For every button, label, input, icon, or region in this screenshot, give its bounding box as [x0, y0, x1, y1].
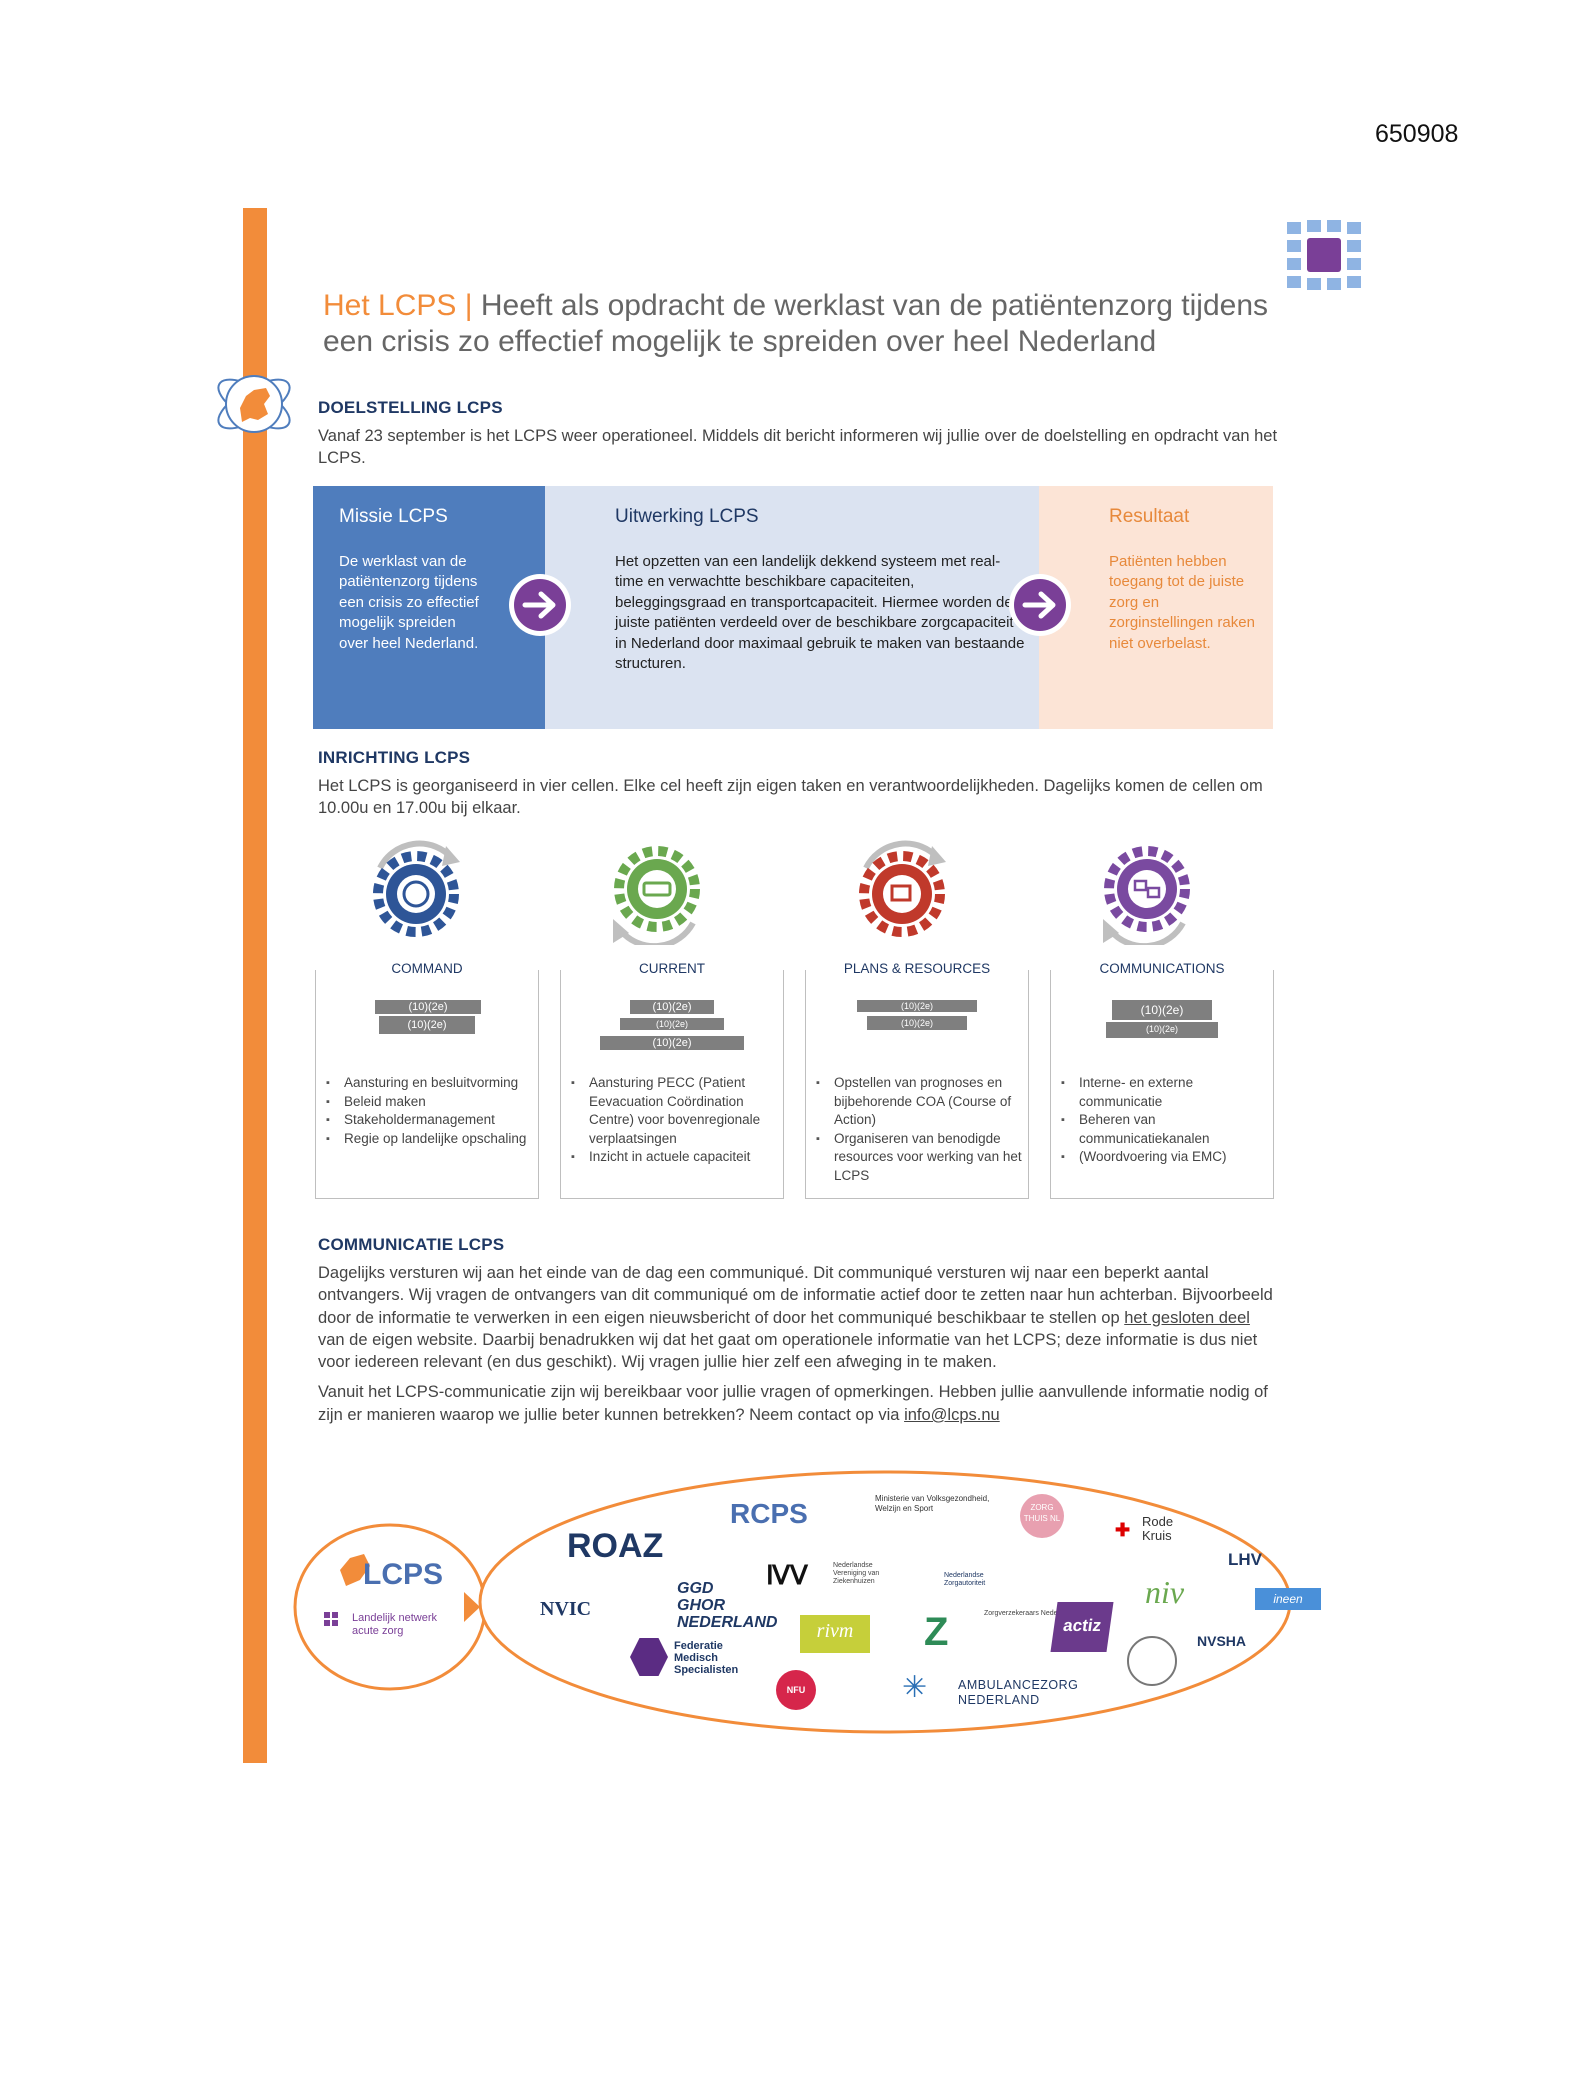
cell-bullet-list: Interne- en externe communicatie Beheren… [1059, 1074, 1269, 1167]
list-item: Aansturing en besluitvorming [326, 1074, 534, 1093]
cell-title: PLANS & RESOURCES [806, 961, 1028, 976]
ineen-logo: ineen [1255, 1588, 1321, 1610]
nza-logo: Nederlandse Zorgautoriteit [944, 1572, 986, 1587]
redacted-label: (10)(2e) [1106, 1022, 1218, 1038]
uitwerking-title: Uitwerking LCPS [615, 506, 759, 527]
redacted-label: (10)(2e) [867, 1016, 967, 1030]
mission-panel: Missie LCPS De werklast van de patiënten… [313, 486, 1273, 729]
inrichting-heading: INRICHTING LCPS [318, 748, 471, 767]
cell-bullet-list: Aansturing en besluitvorming Beleid make… [324, 1074, 534, 1148]
uitwerking-column: Uitwerking LCPS Het opzetten van een lan… [545, 486, 1039, 729]
star-of-life-icon: ✳ [902, 1671, 928, 1704]
redacted-label: (10)(2e) [630, 1000, 714, 1014]
nvsha-logo: NVSHA [1197, 1633, 1247, 1649]
rode-kruis-logo: Rode Kruis [1142, 1514, 1174, 1543]
niv-logo: niv [1145, 1574, 1185, 1610]
nfu-logo: NFU [776, 1670, 816, 1710]
org-chart-redacted: (10)(2e) (10)(2e) [806, 1000, 1028, 1060]
zn-logo: Zorgverzekeraars Nederland [984, 1610, 1074, 1617]
lcps-grid-logo [1287, 220, 1361, 290]
cell-title: COMMAND [316, 961, 538, 976]
netherlands-map-icon [340, 1554, 370, 1586]
list-item: Interne- en externe communicatie [1061, 1074, 1269, 1111]
cell-current: CURRENT (10)(2e) (10)(2e) (10)(2e) Aanst… [560, 961, 784, 1199]
cell-plans-resources: PLANS & RESOURCES (10)(2e) (10)(2e) Opst… [805, 961, 1029, 1199]
plans-resources-gear-icon [859, 840, 946, 937]
redacted-label: (10)(2e) [1112, 1000, 1212, 1020]
communicatie-paragraph-1: Dagelijks versturen wij aan het einde va… [318, 1264, 1273, 1372]
ambulancezorg-logo: AMBULANCEZORG NEDERLAND [958, 1678, 1079, 1707]
inrichting-text: Het LCPS is georganiseerd in vier cellen… [318, 777, 1263, 818]
nvz-mark-icon: ⅣⅤ [766, 1560, 808, 1590]
rcps-logo: RCPS [730, 1498, 808, 1529]
arrow-right-icon [1009, 574, 1071, 636]
lhv-logo: LHV [1228, 1550, 1262, 1569]
actiz-logo: actiz [1050, 1602, 1114, 1652]
redacted-label: (10)(2e) [379, 1016, 475, 1034]
ggd-ghor-logo: GGD GHOR NEDERLAND [677, 1580, 778, 1631]
red-cross-icon: ✚ [1115, 1520, 1131, 1540]
cell-communications: COMMUNICATIONS (10)(2e) (10)(2e) Interne… [1050, 961, 1274, 1199]
list-item: Beheren van communicatiekanalen [1061, 1111, 1269, 1148]
cell-bullet-list: Aansturing PECC (Patient Eevacuation Coö… [569, 1074, 779, 1167]
nvic-logo: NVIC [540, 1598, 592, 1620]
list-item: Organiseren van benodigde resources voor… [816, 1130, 1024, 1186]
doelstelling-text: Vanaf 23 september is het LCPS weer oper… [318, 427, 1278, 468]
fms-hexagon-icon [630, 1638, 668, 1676]
email-link[interactable]: info@lcps.nu [904, 1405, 1000, 1424]
communicatie-heading: COMMUNICATIE LCPS [318, 1235, 505, 1254]
communications-gear-icon [1103, 846, 1190, 945]
arrow-right-icon [509, 574, 571, 636]
org-chart-redacted: (10)(2e) (10)(2e) [316, 1000, 538, 1060]
partner-network-graphic [293, 1470, 1292, 1734]
lcps-grid-icon [324, 1612, 338, 1626]
cell-command: COMMAND (10)(2e) (10)(2e) Aansturing en … [315, 961, 539, 1199]
nvz-logo: Nederlandse Vereniging van Ziekenhuizen [833, 1562, 880, 1585]
lcps-logo-subtitle: Landelijk netwerk acute zorg [352, 1612, 437, 1637]
resultaat-text: Patiënten hebben toegang tot de juiste z… [1109, 553, 1255, 652]
list-item: Regie op landelijke opschaling [326, 1130, 534, 1149]
list-item: Beleid maken [326, 1093, 534, 1112]
current-gear-icon [613, 846, 700, 945]
vws-logo: Ministerie van Volksgezondheid, Welzijn … [875, 1494, 990, 1513]
communicatie-paragraph-2: Vanuit het LCPS-communicatie zijn wij be… [318, 1383, 1268, 1424]
missie-text: De werklast van de patiëntenzorg tijdens… [339, 553, 479, 652]
page-title: Het LCPS | Heeft als opdracht de werklas… [323, 289, 1268, 358]
resultaat-column: Resultaat Patiënten hebben toegang tot d… [1039, 486, 1273, 729]
lung-seal-icon [1127, 1636, 1177, 1686]
redacted-label: (10)(2e) [600, 1036, 744, 1050]
list-item: (Woordvoering via EMC) [1061, 1148, 1269, 1167]
org-chart-redacted: (10)(2e) (10)(2e) (10)(2e) [561, 1000, 783, 1060]
rivm-logo: rivm [800, 1615, 870, 1653]
zn-mark-icon: Z [924, 1610, 949, 1654]
redacted-label: (10)(2e) [620, 1018, 724, 1030]
command-gear-icon [373, 840, 460, 937]
missie-column: Missie LCPS De werklast van de patiënten… [313, 486, 545, 729]
list-item: Stakeholdermanagement [326, 1111, 534, 1130]
zorgthuis-logo: ZORG THUIS NL [1020, 1494, 1064, 1538]
document-id: 650908 [1375, 120, 1459, 148]
communicatie-text: Dagelijks versturen wij aan het einde va… [318, 1262, 1278, 1426]
side-accent-bar [243, 208, 267, 1763]
list-item: Inzicht in actuele capaciteit [571, 1148, 779, 1167]
gesloten-deel-link[interactable]: het gesloten deel [1124, 1308, 1250, 1327]
resultaat-title: Resultaat [1109, 506, 1190, 527]
redacted-label: (10)(2e) [375, 1000, 481, 1014]
uitwerking-text: Het opzetten van een landelijk dekkend s… [615, 553, 1025, 673]
netherlands-globe-icon [217, 375, 291, 433]
cell-bullet-list: Opstellen van prognoses en bijbehorende … [814, 1074, 1024, 1186]
redacted-label: (10)(2e) [857, 1000, 977, 1012]
list-item: Opstellen van prognoses en bijbehorende … [816, 1074, 1024, 1130]
org-chart-redacted: (10)(2e) (10)(2e) [1051, 1000, 1273, 1060]
lcps-logo-name: LCPS [363, 1558, 444, 1591]
list-item: Aansturing PECC (Patient Eevacuation Coö… [571, 1074, 779, 1148]
doelstelling-heading: DOELSTELLING LCPS [318, 398, 503, 417]
missie-title: Missie LCPS [339, 506, 448, 527]
lcps-circle [293, 1523, 487, 1691]
fms-logo: Federatie Medisch Specialisten [674, 1640, 739, 1676]
cell-title: COMMUNICATIONS [1051, 961, 1273, 976]
chevron-right-icon [464, 1592, 480, 1622]
cell-title: CURRENT [561, 961, 783, 976]
roaz-logo: ROAZ [567, 1527, 664, 1565]
